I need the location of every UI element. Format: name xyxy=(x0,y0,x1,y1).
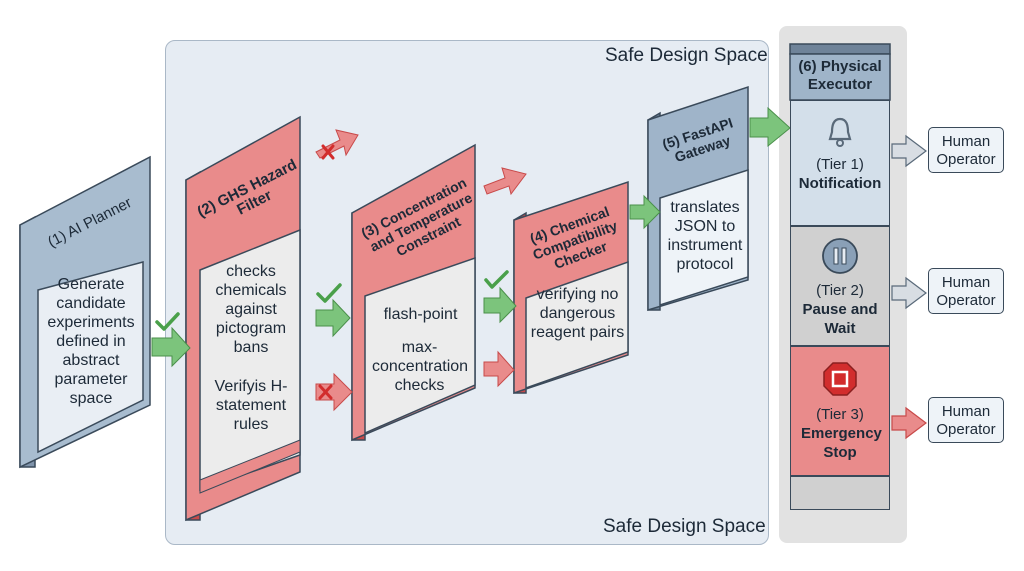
tier3-emergency-stop: (Tier 3) Emergency Stop xyxy=(790,346,890,476)
concentration-block xyxy=(351,143,476,442)
arrow-tier3-to-operator xyxy=(891,406,927,440)
check-icon xyxy=(484,270,509,289)
pause-icon xyxy=(791,237,889,275)
tier2-pause: (Tier 2) Pause and Wait xyxy=(790,226,890,346)
human-operator-tier2: Human Operator xyxy=(928,268,1004,314)
arrow-ghs-to-conc xyxy=(315,298,351,338)
arrow-tier1-to-operator xyxy=(891,134,927,168)
executor-footer xyxy=(790,476,890,510)
arrow-tier2-to-operator xyxy=(891,276,927,310)
arrow-compat-to-gateway xyxy=(629,194,661,230)
tier1-name: Notification xyxy=(798,175,882,192)
compatibility-body: verifying no dangerous reagent pairs xyxy=(530,286,625,341)
safe-design-space-label-bottom: Safe Design Space xyxy=(603,516,766,537)
tier3-name: Emergency Stop xyxy=(801,425,882,461)
tier3-label: (Tier 3) xyxy=(816,406,864,423)
planner-body: Generate candidate experiments defined i… xyxy=(47,276,135,407)
tier1-label: (Tier 1) xyxy=(816,156,864,173)
bell-icon xyxy=(791,115,889,149)
reject-arrow-ghs-bottom xyxy=(315,372,353,412)
reject-arrow-conc-bottom xyxy=(483,350,515,388)
concentration-flash-point: flash-point xyxy=(383,306,458,323)
stop-icon xyxy=(791,361,889,397)
arrow-planner-to-ghs xyxy=(151,326,191,368)
concentration-max-checks: max-concentration checks xyxy=(372,339,469,394)
safe-design-space-label-top: Safe Design Space xyxy=(605,45,768,66)
reject-x-icon xyxy=(321,144,335,160)
arrow-gateway-to-executor xyxy=(749,106,791,148)
tier1-notification: (Tier 1) Notification xyxy=(790,100,890,226)
ghs-body-hstatement: Verifyis H-statement rules xyxy=(214,378,288,433)
reject-x-icon xyxy=(318,384,333,400)
gateway-body: translates JSON to instrument protocol xyxy=(667,199,743,273)
arrow-conc-to-compat xyxy=(483,286,517,324)
planner-block xyxy=(19,155,151,469)
ghs-block xyxy=(185,115,301,522)
ghs-body-pictogram: checks chemicals against pictogram bans xyxy=(215,263,287,356)
check-icon xyxy=(316,283,342,303)
human-operator-tier3: Human Operator xyxy=(928,397,1004,443)
check-icon xyxy=(155,312,180,331)
compatibility-block xyxy=(513,180,629,395)
reject-arrow-conc-top xyxy=(483,167,527,196)
tier2-name: Pause and Wait xyxy=(802,301,878,337)
reject-arrow-ghs-top xyxy=(315,129,359,159)
human-operator-tier1: Human Operator xyxy=(928,127,1004,173)
executor-column xyxy=(789,43,891,101)
executor-title: (6) Physical Executor xyxy=(798,58,882,93)
tier2-label: (Tier 2) xyxy=(816,282,864,299)
